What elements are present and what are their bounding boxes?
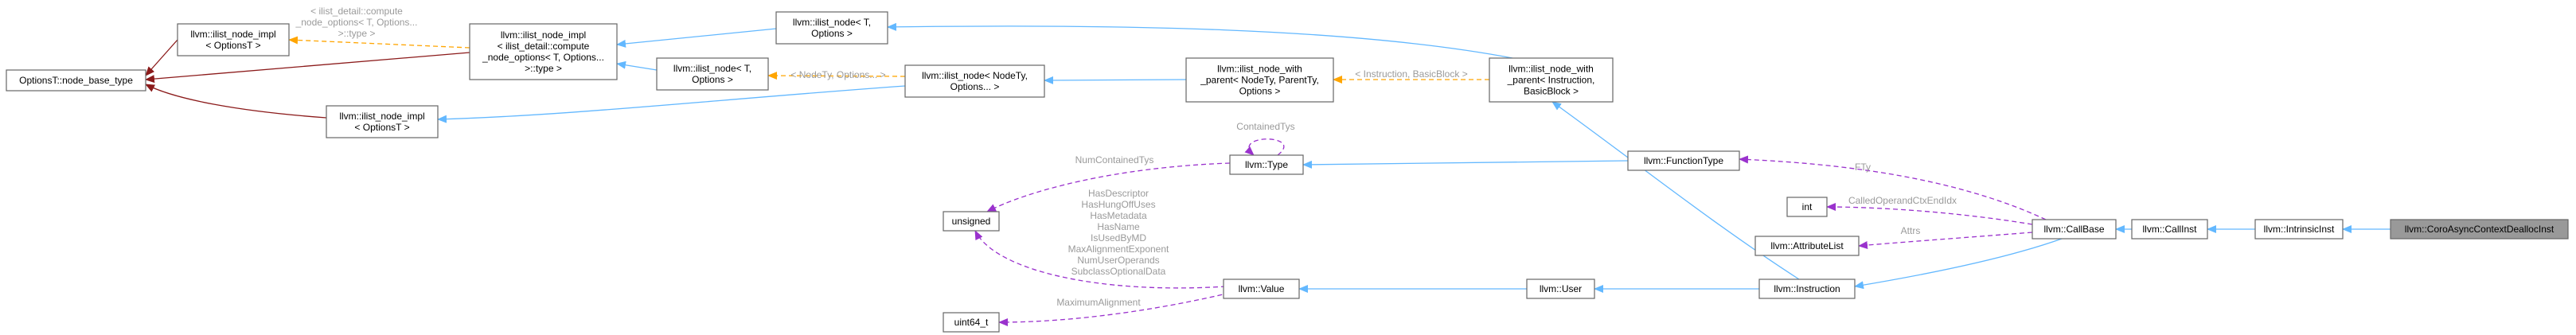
class-node-label: llvm::Value: [1239, 283, 1285, 294]
class-node-box: [177, 23, 290, 56]
class-node-ilist-impl-bottom[interactable]: llvm::ilist_node_impl< OptionsT >: [326, 105, 439, 138]
edge-3: [288, 36, 470, 49]
edge-0: [145, 39, 178, 76]
edge-11: [1302, 160, 1629, 169]
class-node-label: llvm::ilist_node_with_parent< NodeTy, Pa…: [1200, 64, 1319, 97]
edge-19: [1244, 138, 1285, 156]
class-node-box: [326, 105, 439, 138]
class-node-label: llvm::CallBase: [2043, 224, 2104, 235]
class-node-function-type[interactable]: llvm::FunctionType: [1627, 150, 1740, 171]
class-node-label: llvm::FunctionType: [1644, 155, 1723, 166]
class-node-label: llvm::ilist_node< T,Options >: [793, 17, 871, 39]
edge-24: [1826, 203, 2033, 225]
class-node-label: llvm::Instruction: [1774, 283, 1840, 294]
class-node-intrinsic-inst[interactable]: llvm::IntrinsicInst: [2254, 219, 2344, 240]
class-node-box: [1223, 279, 1300, 299]
class-node-with-parent-inst[interactable]: llvm::ilist_node_with_parent< Instructio…: [1489, 57, 1614, 103]
class-node-label: llvm::ilist_node< NodeTy,Options... >: [922, 70, 1028, 92]
edge-2: [145, 84, 327, 119]
class-node-box: [943, 211, 1000, 232]
edge-label-max-align: MaximumAlignment: [1056, 297, 1141, 308]
class-node-box: [1526, 279, 1595, 299]
class-node-label: llvm::CallInst: [2142, 224, 2197, 235]
class-node-box: [2390, 219, 2569, 240]
class-node-call-inst[interactable]: llvm::CallInst: [2131, 219, 2208, 240]
class-node-with-parent-generic[interactable]: llvm::ilist_node_with_parent< NodeTy, Pa…: [1185, 57, 1334, 103]
edge-label-nodety-tmpl: < NodeTy, Options... >: [790, 69, 885, 80]
class-node-box: [775, 11, 888, 45]
class-node-label: OptionsT::node_base_type: [19, 75, 133, 86]
class-node-ilist-node-nodety[interactable]: llvm::ilist_node< NodeTy,Options... >: [904, 64, 1045, 98]
class-node-coro-dealloc[interactable]: llvm::CoroAsyncContextDeallocInst: [2390, 219, 2569, 240]
edge-label-called-operand: CalledOperandCtxEndIdx: [1848, 195, 1957, 206]
class-node-box: [1627, 150, 1740, 171]
class-node-label: llvm::IntrinsicInst: [2264, 224, 2335, 235]
class-node-box: [1489, 57, 1614, 103]
class-node-call-base[interactable]: llvm::CallBase: [2032, 219, 2117, 240]
edge-25: [1858, 232, 2033, 250]
class-node-label: llvm::ilist_node_impl< OptionsT >: [339, 111, 424, 133]
class-node-box: [943, 312, 1000, 333]
edge-label-attrs: Attrs: [1901, 225, 1921, 236]
class-node-ilist-impl-top[interactable]: llvm::ilist_node_impl< OptionsT >: [177, 23, 290, 56]
class-node-user[interactable]: llvm::User: [1526, 279, 1595, 299]
class-node-label: llvm::AttributeList: [1770, 240, 1844, 251]
class-node-label: int: [1802, 201, 1813, 212]
class-node-box: [2131, 219, 2208, 240]
class-node-ilist-node-mid[interactable]: llvm::ilist_node< T,Options >: [656, 57, 769, 91]
class-node-uint64[interactable]: uint64_t: [943, 312, 1000, 333]
edge-5: [616, 60, 658, 71]
class-node-label: llvm::User: [1540, 283, 1582, 294]
class-node-label: uint64_t: [954, 317, 989, 328]
class-node-box: [2254, 219, 2344, 240]
edge-1: [145, 52, 470, 84]
class-node-box: [1185, 57, 1334, 103]
edge-label-fty: FTy: [1855, 162, 1871, 173]
class-node-box: [1229, 154, 1304, 175]
class-node-label: llvm::Type: [1245, 159, 1288, 170]
edge-21: [974, 230, 1227, 289]
class-node-label: unsigned: [952, 216, 991, 227]
class-node-box: [1758, 279, 1856, 299]
class-node-box: [1754, 236, 1860, 256]
edge-6: [437, 85, 906, 123]
class-node-box: [1786, 197, 1828, 217]
edge-4: [616, 28, 777, 48]
edge-label-num-contained: NumContainedTys: [1075, 154, 1154, 166]
class-node-box: [469, 23, 618, 80]
class-node-int[interactable]: int: [1786, 197, 1828, 217]
class-node-label: llvm::ilist_node_with_parent< Instructio…: [1507, 64, 1595, 97]
edge-label-inst-bb-tmpl: < Instruction, BasicBlock >: [1355, 68, 1467, 80]
class-node-unsigned[interactable]: unsigned: [943, 211, 1000, 232]
class-node-options-base[interactable]: OptionsT::node_base_type: [6, 69, 146, 92]
class-node-value[interactable]: llvm::Value: [1223, 279, 1300, 299]
class-node-instruction[interactable]: llvm::Instruction: [1758, 279, 1856, 299]
class-node-box: [6, 69, 146, 92]
class-node-type[interactable]: llvm::Type: [1229, 154, 1304, 175]
class-node-label: llvm::ilist_node< T,Options >: [673, 63, 751, 85]
edge-label-compute-tmpl: < ilist_detail::compute_node_options< T,…: [295, 6, 418, 39]
class-node-ilist-impl-compute[interactable]: llvm::ilist_node_impl< ilist_detail::com…: [469, 23, 618, 80]
edge-9: [887, 22, 1513, 59]
class-node-box: [656, 57, 769, 91]
edge-23: [1739, 155, 2047, 220]
edge-20: [986, 162, 1231, 212]
edge-14: [1551, 101, 1800, 280]
edge-label-contained: ContainedTys: [1236, 121, 1294, 132]
class-node-label: llvm::ilist_node_impl< ilist_detail::com…: [482, 29, 604, 74]
edge-15: [1854, 238, 2063, 290]
class-node-box: [2032, 219, 2117, 240]
class-node-label: llvm::CoroAsyncContextDeallocInst: [2405, 224, 2555, 235]
class-node-box: [904, 64, 1045, 98]
class-node-label: llvm::ilist_node_impl< OptionsT >: [190, 29, 275, 51]
edge-22: [998, 292, 1231, 326]
class-node-ilist-node-top[interactable]: llvm::ilist_node< T,Options >: [775, 11, 888, 45]
class-node-attribute-list[interactable]: llvm::AttributeList: [1754, 236, 1860, 256]
